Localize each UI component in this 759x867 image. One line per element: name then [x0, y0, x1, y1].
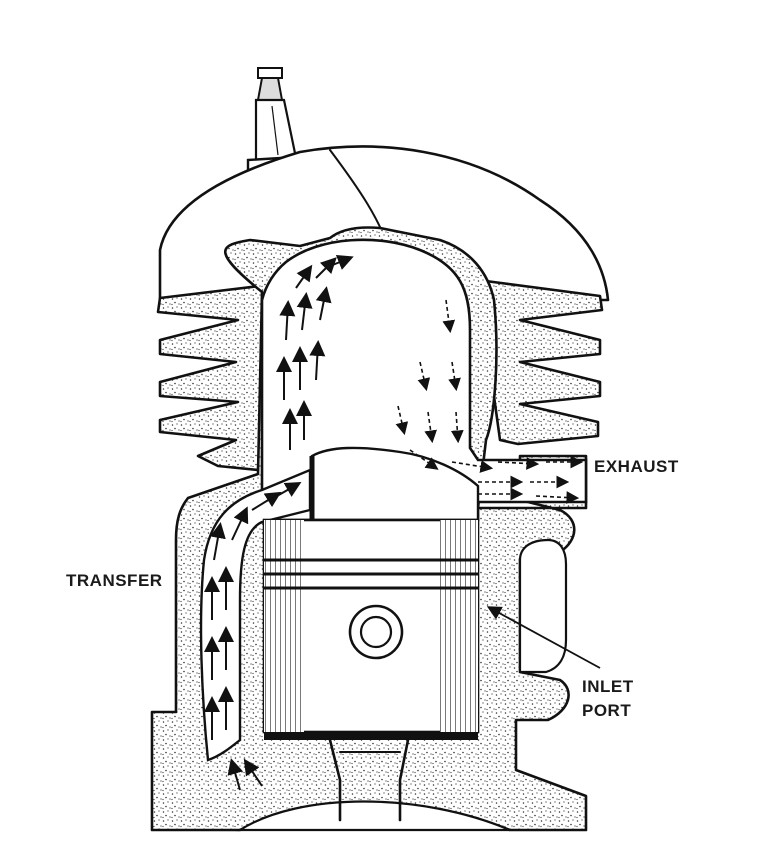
exhaust-flow-arrows	[395, 299, 584, 504]
inlet-pointer-arrow	[486, 606, 601, 669]
transfer-flow-arrows	[204, 482, 302, 791]
cooling-fins-right	[476, 278, 604, 446]
transfer-label: TRANSFER	[66, 571, 163, 590]
exhaust-label: EXHAUST	[594, 457, 679, 476]
piston-icon	[262, 446, 480, 822]
inlet-label-line1: INLET	[582, 677, 634, 696]
cooling-fins-left	[156, 283, 270, 472]
charge-flow-arrows	[276, 255, 354, 450]
inlet-label-line2: PORT	[582, 701, 631, 720]
